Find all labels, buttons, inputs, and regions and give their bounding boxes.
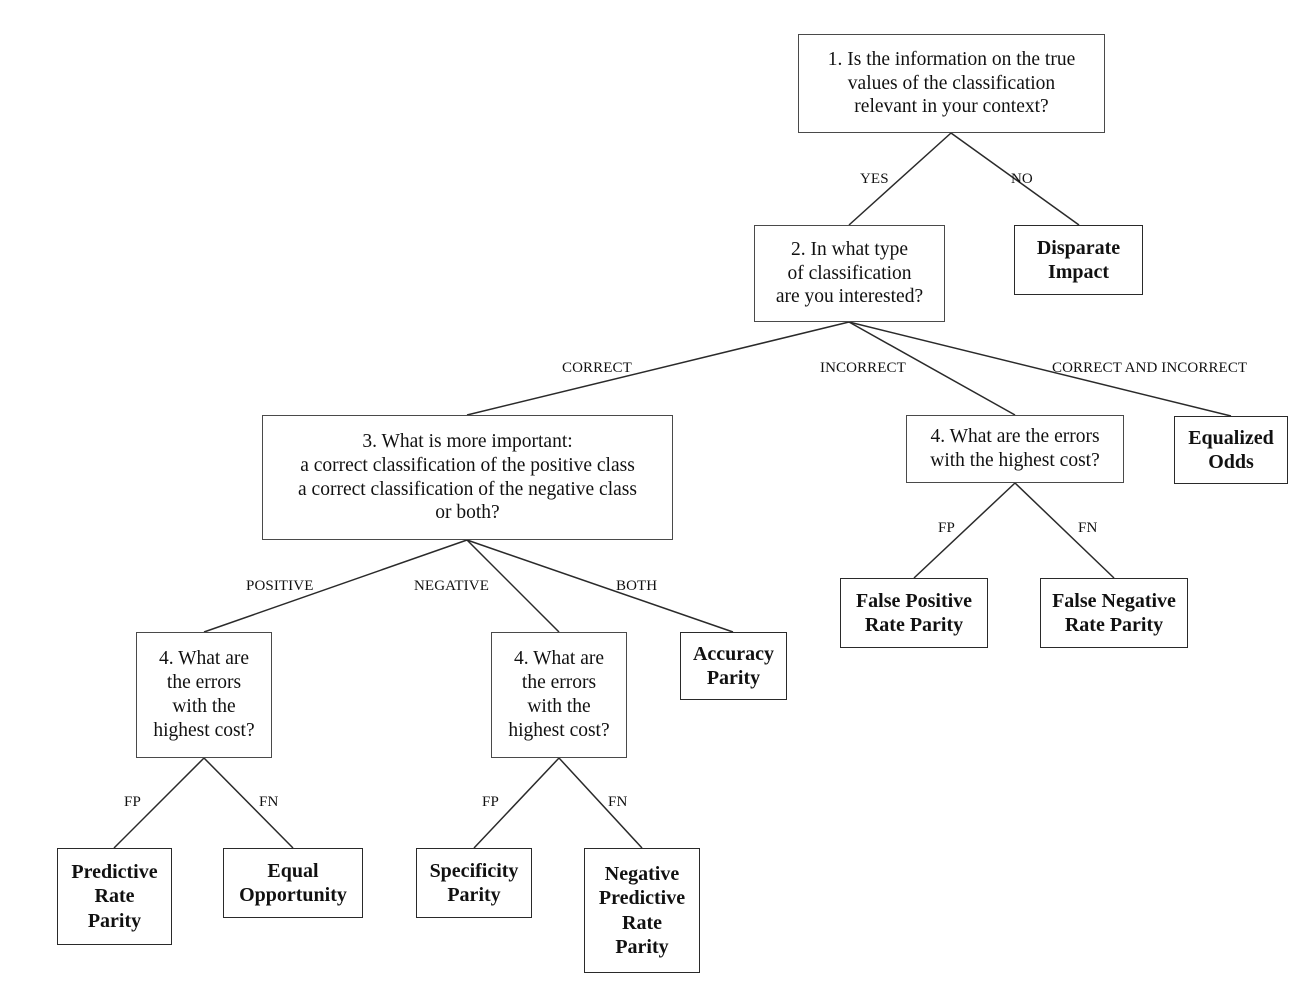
node-predictive_rate_parity[interactable]: Predictive Rate Parity [57, 848, 172, 945]
edge-label-yes: YES [860, 171, 889, 187]
node-specificity_parity[interactable]: Specificity Parity [416, 848, 532, 918]
edge-label-positive: POSITIVE [246, 578, 314, 594]
node-accuracy_parity[interactable]: Accuracy Parity [680, 632, 787, 700]
edge-label-incorrect: INCORRECT [820, 360, 906, 376]
node-q4_positive[interactable]: 4. What are the errors with the highest … [136, 632, 272, 758]
node-disparate_impact[interactable]: Disparate Impact [1014, 225, 1143, 295]
edge-label-fp_right: FP [938, 520, 955, 536]
edge-q4_right-to-false_negative_rate_parity [1014, 482, 1115, 579]
edge-q4_negative-to-negative_predictive_rate_parity [558, 757, 643, 849]
node-q3[interactable]: 3. What is more important: a correct cla… [262, 415, 673, 540]
edge-label-fp_neg: FP [482, 794, 499, 810]
edge-label-both: BOTH [616, 578, 658, 594]
edge-q4_right-to-false_positive_rate_parity [913, 482, 1016, 579]
edge-label-fn_pos: FN [259, 794, 279, 810]
node-equal_opportunity[interactable]: Equal Opportunity [223, 848, 363, 918]
edge-q4_positive-to-equal_opportunity [203, 757, 294, 849]
node-q4_negative[interactable]: 4. What are the errors with the highest … [491, 632, 627, 758]
edge-label-fn_right: FN [1078, 520, 1098, 536]
node-q2[interactable]: 2. In what type of classification are yo… [754, 225, 945, 322]
edge-label-no: NO [1011, 171, 1033, 187]
node-false_positive_rate_parity[interactable]: False Positive Rate Parity [840, 578, 988, 648]
edge-q2-to-q3 [466, 321, 850, 416]
edge-label-correct_and_incorrect: CORRECT AND INCORRECT [1052, 360, 1248, 376]
node-equalized_odds[interactable]: Equalized Odds [1174, 416, 1288, 484]
edge-q3-to-accuracy_parity [466, 539, 734, 633]
edge-label-negative: NEGATIVE [414, 578, 489, 594]
node-q4_right[interactable]: 4. What are the errors with the highest … [906, 415, 1124, 483]
node-q1[interactable]: 1. Is the information on the true values… [798, 34, 1105, 133]
edge-label-fn_neg: FN [608, 794, 628, 810]
edge-label-correct: CORRECT [562, 360, 632, 376]
edge-label-fp_pos: FP [124, 794, 141, 810]
node-false_negative_rate_parity[interactable]: False Negative Rate Parity [1040, 578, 1188, 648]
node-negative_predictive_rate_parity[interactable]: Negative Predictive Rate Parity [584, 848, 700, 973]
